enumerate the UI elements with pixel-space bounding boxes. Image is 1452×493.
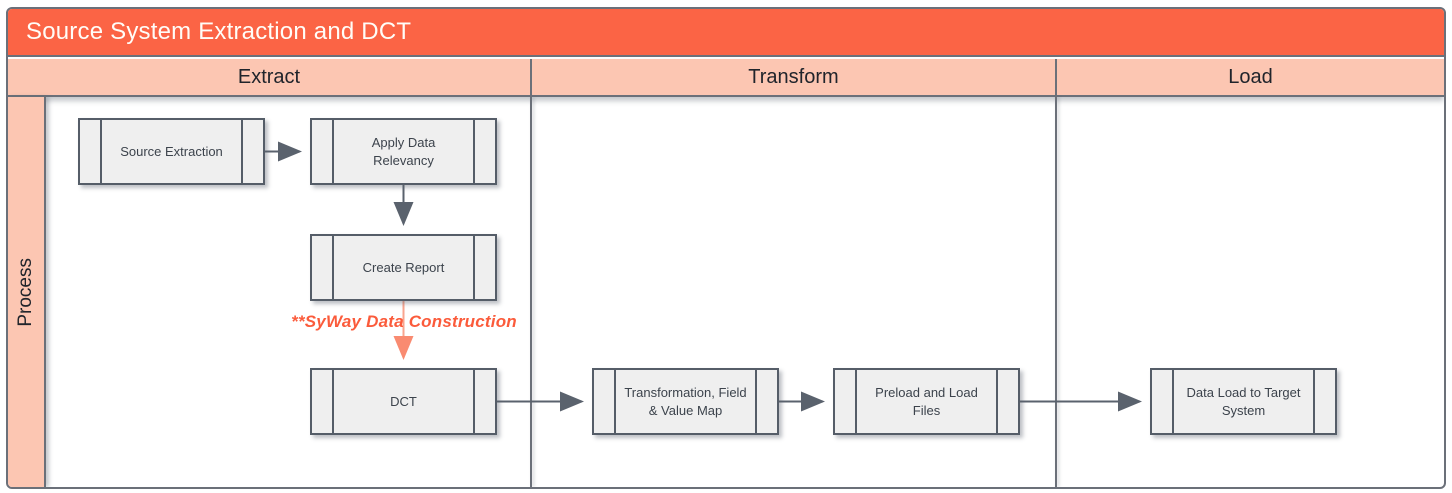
page-title: Source System Extraction and DCT <box>26 18 412 45</box>
node-source-extraction[interactable]: Source Extraction <box>78 118 265 185</box>
node-label: Transformation, Field & Value Map <box>624 384 747 418</box>
lane-header-extract: Extract <box>8 59 530 95</box>
process-row-label: Process <box>8 97 46 487</box>
syway-annotation: **SyWay Data Construction <box>291 312 517 331</box>
lane-header-transform: Transform <box>532 59 1055 95</box>
node-label: Data Load to Target System <box>1186 384 1301 418</box>
lane-header-separator <box>530 59 532 95</box>
node-label: Create Report <box>362 259 445 275</box>
node-apply-data-relevancy[interactable]: Apply Data Relevancy <box>310 118 497 185</box>
node-label: Preload and Load Files <box>875 384 978 418</box>
node-label: Source Extraction <box>120 143 223 159</box>
node-preload-and-load-files[interactable]: Preload and Load Files <box>833 368 1020 435</box>
lane-header-load: Load <box>1057 59 1444 95</box>
node-create-report[interactable]: Create Report <box>310 234 497 301</box>
node-transformation-field-value-map[interactable]: Transformation, Field & Value Map <box>592 368 779 435</box>
node-data-load-to-target-system[interactable]: Data Load to Target System <box>1150 368 1337 435</box>
lane-header-separator <box>1055 59 1057 95</box>
lane-divider-transform-load <box>1055 97 1057 487</box>
node-label: Apply Data Relevancy <box>371 134 436 168</box>
diagram-title-banner: Source System Extraction and DCT <box>8 9 1444 57</box>
node-label: DCT <box>390 393 417 409</box>
lane-divider-extract-transform <box>530 97 532 487</box>
connector-arrows-layer <box>265 141 1142 412</box>
node-dct[interactable]: DCT <box>310 368 497 435</box>
diagram-frame: Source System Extraction and DCT Extract… <box>6 7 1446 489</box>
lane-header-row: Extract Transform Load <box>8 59 1444 97</box>
